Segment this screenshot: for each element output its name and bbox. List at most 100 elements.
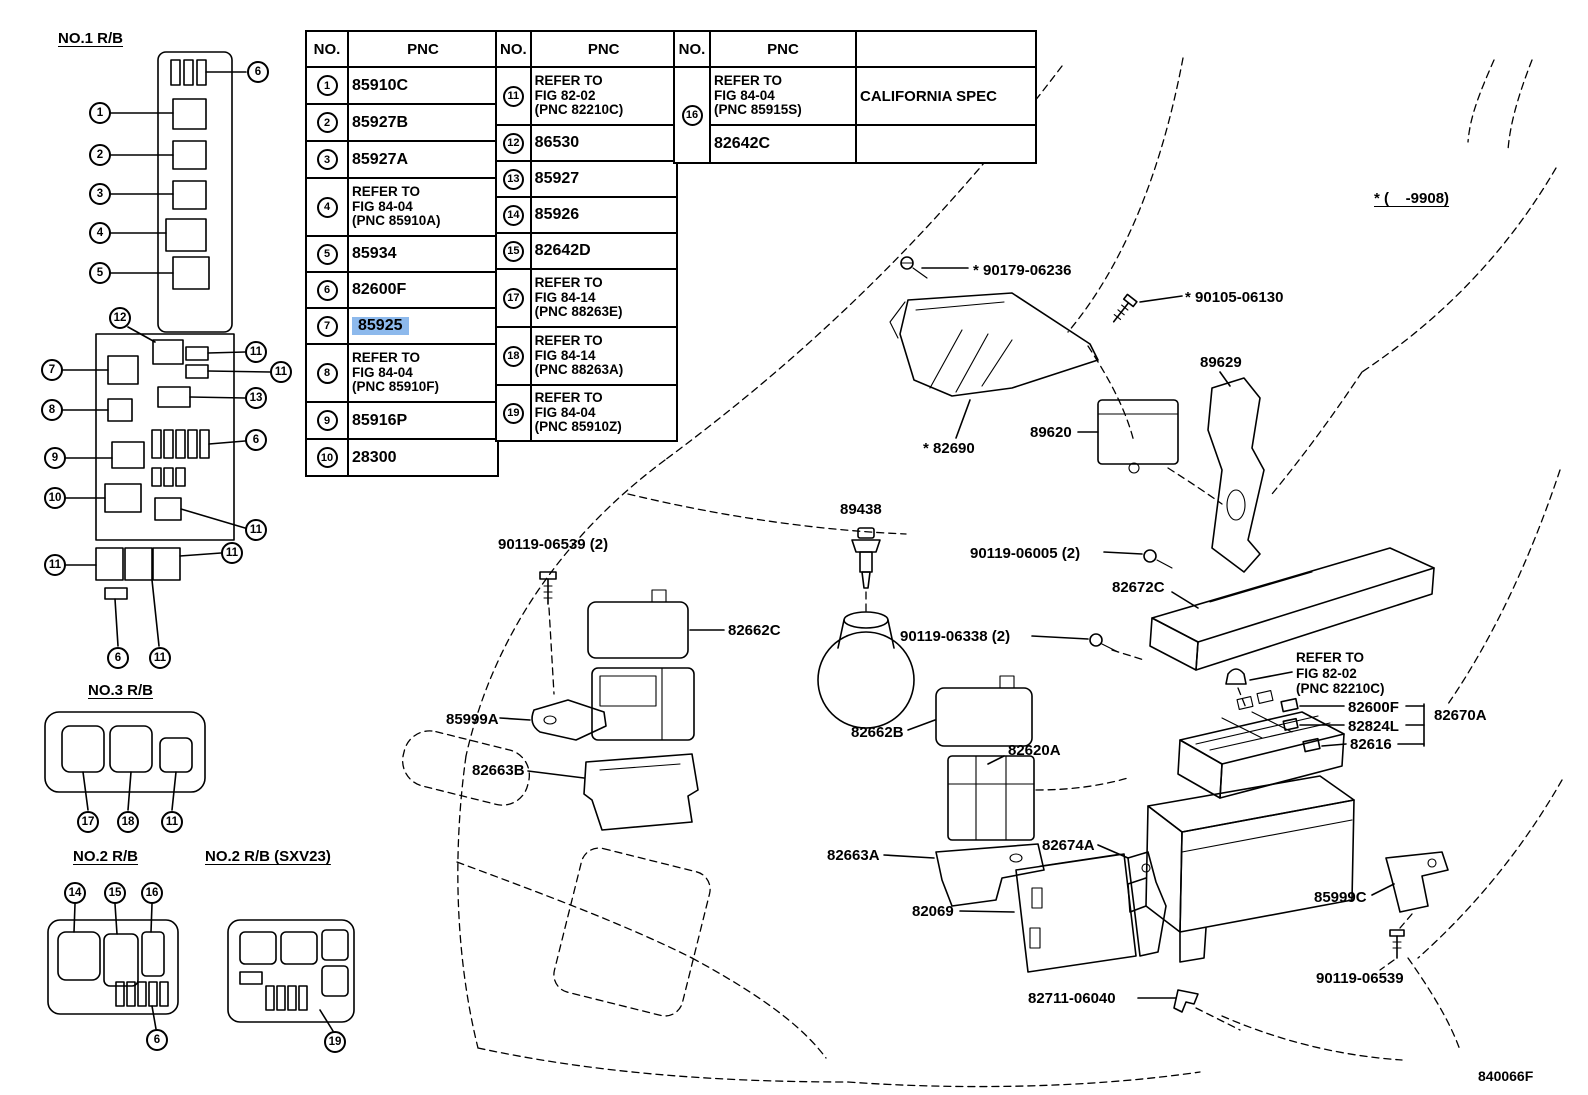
pnc-cell[interactable]: 28300 xyxy=(347,438,499,477)
part-label-82620A[interactable]: 82620A xyxy=(1008,742,1061,759)
pnc-cell[interactable]: 82600F xyxy=(347,271,499,309)
callout-8[interactable]: 8 xyxy=(41,399,63,421)
part-label-90105-06130[interactable]: * 90105-06130 xyxy=(1185,289,1284,306)
callout-19[interactable]: 19 xyxy=(324,1031,346,1053)
callout-1[interactable]: 1 xyxy=(89,102,111,124)
table-row[interactable]: 82642C xyxy=(674,124,1037,164)
pnc-cell[interactable]: REFER TO FIG 84-04 (PNC 85910A) xyxy=(347,177,499,237)
callout-12[interactable]: 12 xyxy=(502,132,524,154)
part-label-89438[interactable]: 89438 xyxy=(840,501,882,518)
part-label-90179-06236[interactable]: * 90179-06236 xyxy=(973,262,1072,279)
part-label-85999C[interactable]: 85999C xyxy=(1314,889,1367,906)
callout-5[interactable]: 5 xyxy=(316,243,338,265)
table-row[interactable]: 10 28300 xyxy=(305,438,499,477)
callout-4[interactable]: 4 xyxy=(89,222,111,244)
callout-11[interactable]: 11 xyxy=(161,811,183,833)
callout-8[interactable]: 8 xyxy=(316,362,338,384)
callout-11[interactable]: 11 xyxy=(245,519,267,541)
part-label-82672C[interactable]: 82672C xyxy=(1112,579,1165,596)
part-label-90119-06338-2[interactable]: 90119-06338 (2) xyxy=(900,628,1011,645)
table-row[interactable]: 16 REFER TO FIG 84-04 (PNC 85915S) CALIF… xyxy=(673,66,1037,164)
pnc-cell[interactable]: 86530 xyxy=(529,124,678,162)
pnc-cell[interactable]: REFER TO FIG 84-14 (PNC 88263A) xyxy=(529,326,678,386)
callout-4[interactable]: 4 xyxy=(316,196,338,218)
refer-note-82210C[interactable]: REFER TO FIG 82-02 (PNC 82210C) xyxy=(1296,650,1385,697)
callout-19[interactable]: 19 xyxy=(502,402,524,424)
callout-13[interactable]: 13 xyxy=(245,387,267,409)
callout-13[interactable]: 13 xyxy=(502,168,524,190)
table-row[interactable]: 8 REFER TO FIG 84-04 (PNC 85910F) xyxy=(305,343,499,403)
callout-9[interactable]: 9 xyxy=(316,410,338,431)
callout-6[interactable]: 6 xyxy=(245,429,267,451)
callout-11[interactable]: 11 xyxy=(502,85,524,107)
callout-18[interactable]: 18 xyxy=(502,345,524,367)
callout-2[interactable]: 2 xyxy=(316,112,338,133)
callout-18[interactable]: 18 xyxy=(117,811,139,833)
callout-3[interactable]: 3 xyxy=(316,149,338,170)
pnc-cell[interactable]: 85934 xyxy=(347,235,499,273)
callout-15[interactable]: 15 xyxy=(502,240,524,262)
callout-11[interactable]: 11 xyxy=(270,361,292,383)
pnc-cell[interactable]: 82642C xyxy=(709,124,857,164)
callout-2[interactable]: 2 xyxy=(89,144,111,166)
table-row[interactable]: 4 REFER TO FIG 84-04 (PNC 85910A) xyxy=(305,177,499,237)
part-label-82662C[interactable]: 82662C xyxy=(728,622,781,639)
pnc-cell-selected[interactable]: 85925 xyxy=(347,307,499,345)
pnc-cell[interactable]: 85927A xyxy=(347,140,499,179)
pnc-cell[interactable]: REFER TO FIG 84-04 (PNC 85910Z) xyxy=(529,384,678,442)
callout-16[interactable]: 16 xyxy=(681,104,703,126)
callout-14[interactable]: 14 xyxy=(64,882,86,904)
part-label-89629[interactable]: 89629 xyxy=(1200,354,1242,371)
table-row[interactable]: 2 85927B xyxy=(305,103,499,142)
callout-14[interactable]: 14 xyxy=(502,204,524,226)
pnc-cell[interactable]: 85926 xyxy=(529,196,678,234)
part-label-85999A[interactable]: 85999A xyxy=(446,711,499,728)
part-label-82670A[interactable]: 82670A xyxy=(1434,707,1487,724)
callout-7[interactable]: 7 xyxy=(316,315,338,337)
part-label-90119-06005-2[interactable]: 90119-06005 (2) xyxy=(970,545,1081,562)
callout-10[interactable]: 10 xyxy=(44,487,66,509)
callout-10[interactable]: 10 xyxy=(316,447,338,468)
pnc-cell[interactable]: 85916P xyxy=(347,401,499,440)
part-label-82663B[interactable]: 82663B xyxy=(472,762,525,779)
part-label-82616[interactable]: 82616 xyxy=(1350,736,1392,753)
callout-6[interactable]: 6 xyxy=(247,61,269,83)
part-label-90119-06539-2[interactable]: 90119-06539 (2) xyxy=(498,536,609,553)
callout-11[interactable]: 11 xyxy=(245,341,267,363)
pnc-cell[interactable]: 85927 xyxy=(529,160,678,198)
callout-7[interactable]: 7 xyxy=(41,359,63,381)
part-label-82711-06040[interactable]: 82711-06040 xyxy=(1028,990,1116,1007)
callout-6[interactable]: 6 xyxy=(146,1029,168,1051)
part-label-82662B[interactable]: 82662B xyxy=(851,724,904,741)
pnc-cell[interactable]: REFER TO FIG 84-14 (PNC 88263E) xyxy=(529,268,678,328)
table-row[interactable]: 3 85927A xyxy=(305,140,499,179)
callout-11[interactable]: 11 xyxy=(149,647,171,669)
highlighted-pnc[interactable]: 85925 xyxy=(352,317,409,335)
callout-9[interactable]: 9 xyxy=(44,447,66,469)
callout-11[interactable]: 11 xyxy=(221,542,243,564)
part-label-82663A[interactable]: 82663A xyxy=(827,847,880,864)
pnc-cell[interactable]: 85927B xyxy=(347,103,499,142)
part-label-82690[interactable]: * 82690 xyxy=(923,440,975,457)
callout-5[interactable]: 5 xyxy=(89,262,111,284)
table-row[interactable]: 9 85916P xyxy=(305,401,499,440)
callout-17[interactable]: 17 xyxy=(77,811,99,833)
pnc-cell[interactable]: REFER TO FIG 84-04 (PNC 85910F) xyxy=(347,343,499,403)
pnc-cell[interactable]: 82642D xyxy=(529,232,678,270)
part-label-82069[interactable]: 82069 xyxy=(912,903,954,920)
callout-11[interactable]: 11 xyxy=(44,554,66,576)
part-label-89620[interactable]: 89620 xyxy=(1030,424,1072,441)
callout-6[interactable]: 6 xyxy=(316,279,338,301)
part-label-82674A[interactable]: 82674A xyxy=(1042,837,1095,854)
callout-6[interactable]: 6 xyxy=(107,647,129,669)
pnc-cell[interactable]: REFER TO FIG 84-04 (PNC 85915S) xyxy=(709,66,857,126)
